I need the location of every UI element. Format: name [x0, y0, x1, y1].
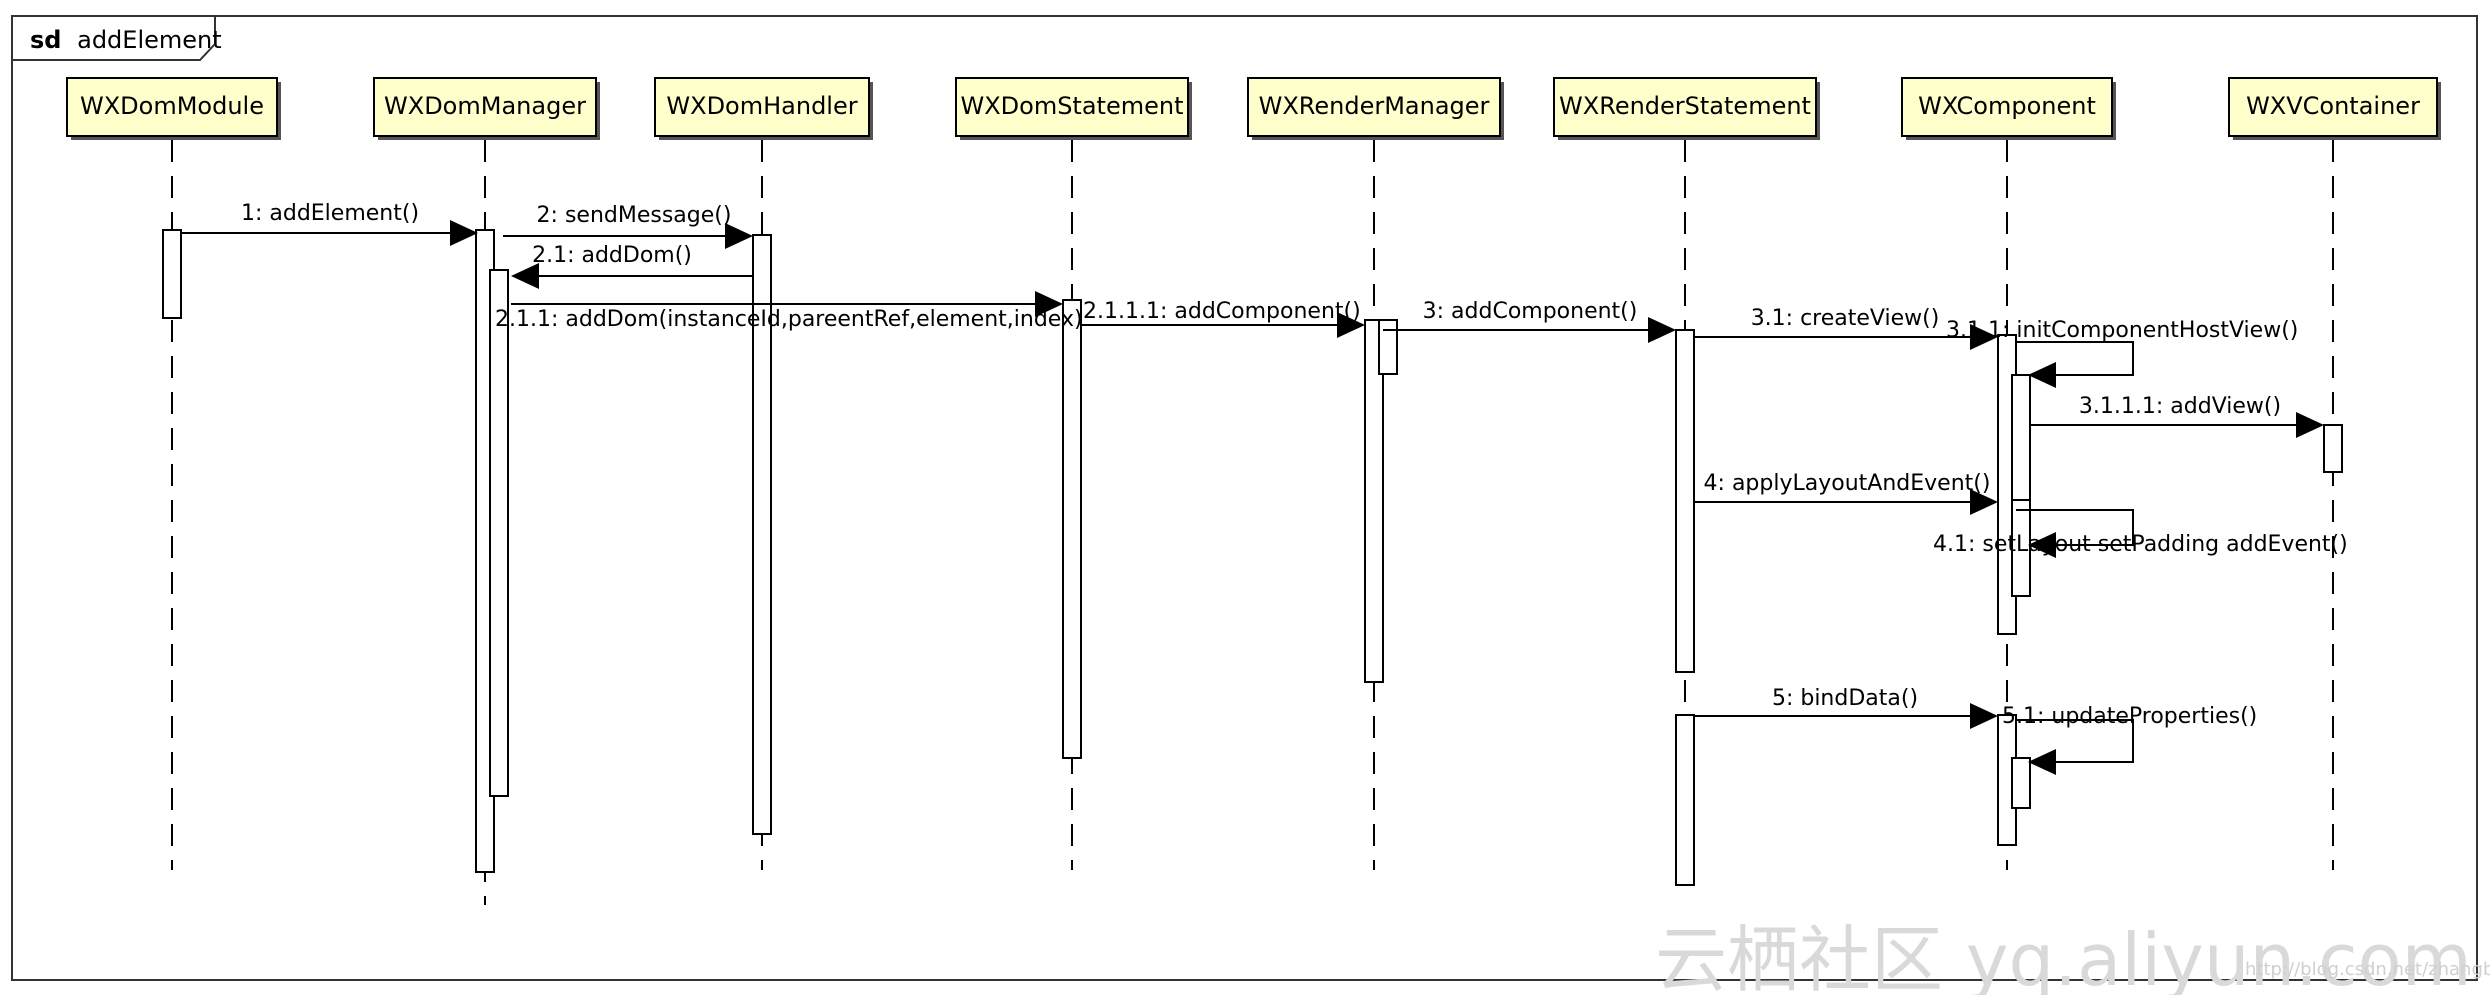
lifeline-header — [1247, 77, 1501, 137]
lifeline-name: WXDomHandler — [666, 92, 857, 120]
arrowhead — [2028, 362, 2056, 388]
arrowhead — [1970, 703, 1998, 729]
message-9: 3.1.1.1: addView() — [2030, 394, 2324, 438]
message-label: 3.1.1.1: addView() — [2079, 394, 2281, 419]
message-13: 5.1: updateProperties() — [2002, 704, 2257, 775]
diagram-frame — [11, 15, 2478, 981]
frame-title: sd addElement — [30, 26, 222, 54]
self-message-line — [2016, 509, 2134, 546]
lifeline-header — [66, 77, 278, 137]
message-2: 2: sendMessage() — [503, 203, 753, 249]
message-5: 2.1.1.1: addComponent() — [1081, 299, 1365, 338]
message-label: 5.1: updateProperties() — [2002, 704, 2257, 729]
message-label: 3.1.1: initComponentHostView() — [1946, 318, 2298, 343]
lifeline-name: WXVContainer — [2246, 92, 2420, 120]
message-4: 2.1.1: addDom(instanceId,pareentRef,elem… — [495, 291, 1083, 332]
frame-tab — [11, 15, 216, 61]
message-label: 1: addElement() — [241, 201, 419, 226]
message-6: 3: addComponent() — [1383, 299, 1676, 343]
messages: 1: addElement() 2: sendMessage() 2.1: addD… — [181, 201, 2348, 775]
lifeline-name: WXDomManager — [384, 92, 586, 120]
self-message-line — [2016, 341, 2134, 376]
activation-bar — [1675, 329, 1695, 673]
watermark-url: http://blog.csdn.net/zhangbinlsx — [2245, 959, 2490, 980]
message-3: 2.1: addDom() — [511, 243, 753, 289]
activation-bar — [2011, 499, 2031, 597]
activation-bar — [162, 229, 182, 319]
message-7: 3.1: createView() — [1694, 306, 1998, 350]
arrowhead — [450, 220, 478, 246]
lifeline-header — [1553, 77, 1817, 137]
lifeline-rst: WXRenderStatement — [1553, 77, 1820, 870]
message-11: 4.1: setLayout setPadding addEvent() — [1933, 509, 2348, 558]
message-label: 2.1.1: addDom(instanceId,pareentRef,elem… — [495, 307, 1083, 332]
lifeline-dst: WXDomStatement — [955, 77, 1192, 870]
frame-keyword: sd — [30, 26, 61, 54]
arrowhead — [1970, 324, 1998, 350]
activation-bar — [1364, 319, 1384, 683]
lifeline-header — [2228, 77, 2438, 137]
lifeline-name: WXRenderManager — [1259, 92, 1490, 120]
arrowhead — [2028, 749, 2056, 775]
message-12: 5: bindData() — [1694, 686, 1998, 729]
arrowhead — [1648, 317, 1676, 343]
message-label: 3: addComponent() — [1423, 299, 1638, 324]
activation-bar — [2323, 424, 2343, 473]
activations — [162, 229, 2343, 886]
arrowhead — [2028, 532, 2056, 558]
lifeline-name: WXComponent — [1918, 92, 2096, 120]
message-label: 3.1: createView() — [1751, 306, 1940, 331]
message-label: 4.1: setLayout setPadding addEvent() — [1933, 532, 2348, 557]
lifeline-header — [654, 77, 870, 137]
lifeline-cmp: WXComponent — [1901, 77, 2116, 870]
message-label: 5: bindData() — [1772, 686, 1918, 711]
activation-bar — [1062, 299, 1082, 759]
lifeline-header — [373, 77, 597, 137]
message-label: 2: sendMessage() — [537, 203, 732, 228]
lifeline-vct: WXVContainer — [2228, 77, 2441, 870]
message-1: 1: addElement() — [181, 201, 478, 246]
activation-bar — [489, 269, 509, 797]
frame-name: addElement — [77, 26, 222, 54]
arrowhead — [1337, 312, 1365, 338]
self-message-line — [2016, 719, 2134, 763]
activation-bar — [752, 234, 772, 835]
message-10: 4: applyLayoutAndEvent() — [1694, 471, 1998, 515]
lifeline-name: WXRenderStatement — [1559, 92, 1811, 120]
lifeline-mod: WXDomModule — [66, 77, 281, 870]
activation-bar — [1378, 319, 1398, 375]
arrowhead — [725, 223, 753, 249]
activation-bar — [2011, 757, 2031, 809]
arrowhead — [2296, 412, 2324, 438]
lifeline-header — [1901, 77, 2113, 137]
lifeline-name: WXDomStatement — [960, 92, 1183, 120]
message-8: 3.1.1: initComponentHostView() — [1946, 318, 2298, 388]
message-label: 4: applyLayoutAndEvent() — [1704, 471, 1991, 496]
lifeline-header — [955, 77, 1189, 137]
message-label: 2.1.1.1: addComponent() — [1083, 299, 1361, 324]
message-label: 2.1: addDom() — [532, 243, 692, 268]
lifeline-name: WXDomModule — [80, 92, 264, 120]
arrowhead — [1970, 489, 1998, 515]
activation-bar — [1675, 714, 1695, 886]
watermark: 云栖社区 yq.aliyun.com — [1655, 918, 2472, 995]
arrowhead — [1035, 291, 1063, 317]
arrowhead — [511, 263, 539, 289]
